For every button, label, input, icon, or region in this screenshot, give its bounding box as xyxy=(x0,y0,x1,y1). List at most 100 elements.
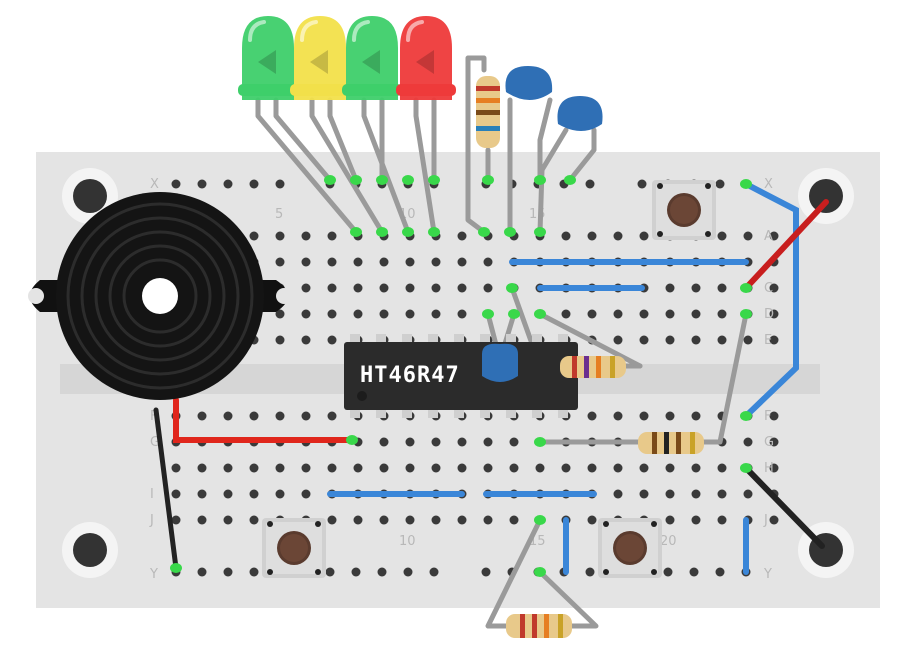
breadboard-hole xyxy=(613,335,623,345)
breadboard-hole xyxy=(717,309,727,319)
breadboard-hole xyxy=(587,309,597,319)
connected-hole xyxy=(402,175,414,185)
breadboard-hole xyxy=(379,309,389,319)
breadboard-hole xyxy=(691,515,701,525)
red-wire xyxy=(173,397,355,443)
row-label: Y xyxy=(763,567,772,582)
breadboard-hole xyxy=(587,411,597,421)
breadboard-hole xyxy=(353,309,363,319)
green-led-1 xyxy=(238,16,298,100)
breadboard-hole xyxy=(483,437,493,447)
green-led-2 xyxy=(342,16,402,100)
breadboard-hole xyxy=(639,335,649,345)
breadboard-hole xyxy=(717,515,727,525)
breadboard-hole xyxy=(327,231,337,241)
breadboard-hole xyxy=(301,411,311,421)
row-label: X xyxy=(150,177,159,192)
breadboard-hole xyxy=(275,335,285,345)
breadboard-hole xyxy=(171,489,181,499)
connected-hole xyxy=(504,227,516,237)
breadboard-hole xyxy=(691,335,701,345)
ceramic-capacitor xyxy=(482,343,518,382)
breadboard-hole xyxy=(275,463,285,473)
breadboard-hole xyxy=(327,411,337,421)
rail-hole xyxy=(325,567,335,577)
rail-hole xyxy=(715,567,725,577)
microcontroller-chip: HT46R47 xyxy=(344,334,578,418)
rail-hole xyxy=(585,567,595,577)
breadboard-hole xyxy=(457,257,467,267)
connected-hole xyxy=(482,309,494,319)
breadboard-hole xyxy=(613,463,623,473)
breadboard-hole xyxy=(223,489,233,499)
breadboard-hole xyxy=(743,437,753,447)
breadboard-hole xyxy=(405,515,415,525)
breadboard-hole xyxy=(405,257,415,267)
breadboard-hole xyxy=(639,309,649,319)
ceramic-capacitor-top-1 xyxy=(505,66,553,100)
breadboard-hole xyxy=(587,463,597,473)
breadboard-hole xyxy=(249,515,259,525)
breadboard-hole xyxy=(457,515,467,525)
connected-hole xyxy=(740,411,752,421)
black-wire xyxy=(153,407,179,571)
breadboard-hole xyxy=(587,515,597,525)
breadboard-hole xyxy=(353,257,363,267)
breadboard-hole xyxy=(691,489,701,499)
breadboard-hole xyxy=(769,515,779,525)
breadboard-hole xyxy=(457,283,467,293)
breadboard-hole xyxy=(613,231,623,241)
connected-hole xyxy=(350,175,362,185)
breadboard-hole xyxy=(691,309,701,319)
breadboard-hole xyxy=(665,463,675,473)
push-button-left xyxy=(262,518,326,578)
row-labels-left: X F G I J Y xyxy=(149,177,160,582)
rail-hole xyxy=(403,567,413,577)
resistor-right xyxy=(638,432,704,454)
row-label: F xyxy=(764,409,771,424)
breadboard-hole xyxy=(379,283,389,293)
active-holes xyxy=(170,175,752,577)
connected-hole xyxy=(346,435,358,445)
breadboard-hole xyxy=(327,257,337,267)
column-number: 5 xyxy=(275,207,283,222)
breadboard-hole xyxy=(379,257,389,267)
breadboard-hole xyxy=(769,411,779,421)
mount-hole-bl xyxy=(62,522,118,578)
row-label: J xyxy=(149,513,154,528)
row-label: H xyxy=(764,461,774,476)
breadboard-hole xyxy=(431,463,441,473)
chip-label: HT46R47 xyxy=(360,363,460,388)
breadboard-hole xyxy=(769,283,779,293)
column-numbers: 5 10 15 10 15 20 xyxy=(275,207,677,549)
connected-hole xyxy=(350,227,362,237)
row-label: G xyxy=(150,435,160,450)
connected-hole xyxy=(506,283,518,293)
connected-hole xyxy=(740,283,752,293)
rail-hole xyxy=(197,179,207,189)
row-label: A xyxy=(764,229,773,244)
breadboard-hole xyxy=(639,411,649,421)
breadboard-hole xyxy=(665,515,675,525)
push-button-right xyxy=(598,518,662,578)
breadboard-hole xyxy=(587,231,597,241)
rail-hole xyxy=(663,567,673,577)
breadboard-hole xyxy=(431,257,441,267)
breadboard-hole xyxy=(327,309,337,319)
connected-hole xyxy=(534,175,546,185)
connected-hole xyxy=(740,309,752,319)
breadboard-hole xyxy=(327,515,337,525)
breadboard-hole xyxy=(561,231,571,241)
breadboard-hole xyxy=(665,335,675,345)
breadboard-hole xyxy=(379,463,389,473)
breadboard-hole xyxy=(275,257,285,267)
breadboard-hole xyxy=(275,309,285,319)
connected-hole xyxy=(534,227,546,237)
breadboard-hole xyxy=(327,463,337,473)
breadboard-hole xyxy=(639,489,649,499)
rail-hole xyxy=(585,179,595,189)
row-label: Y xyxy=(149,567,158,582)
breadboard-hole xyxy=(717,231,727,241)
rail-hole xyxy=(223,567,233,577)
breadboard-hole xyxy=(743,489,753,499)
